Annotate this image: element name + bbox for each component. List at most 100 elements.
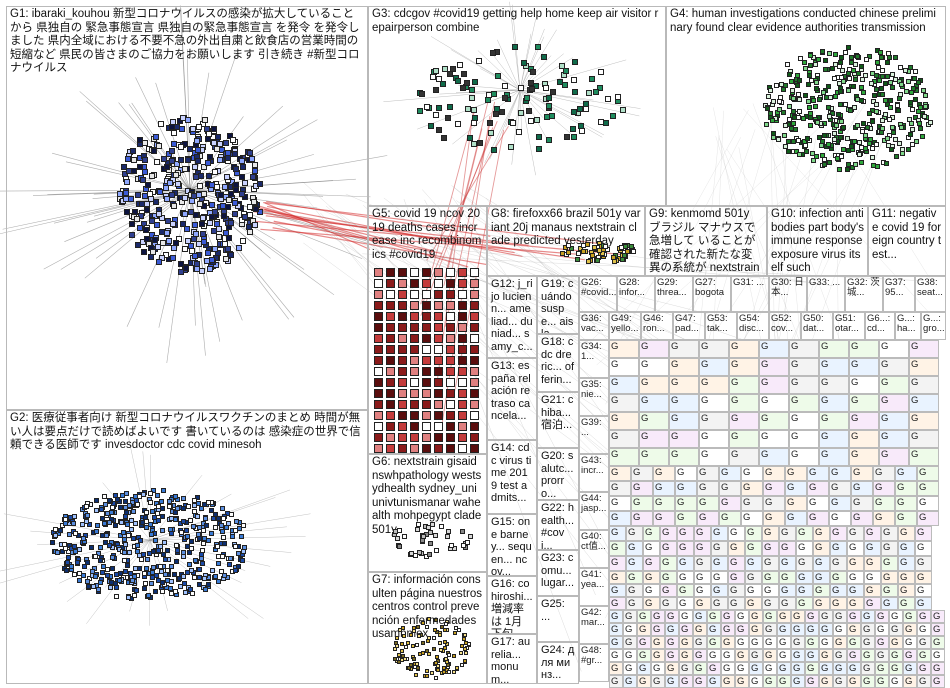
network-node [777,99,783,105]
group-label-g21: G21: chiba... 宿泊... [541,394,575,432]
network-node [446,279,455,288]
group-tile: G [779,597,796,610]
network-node [512,43,519,50]
edge [444,100,489,279]
group-tile: G [763,623,777,636]
network-node [855,97,861,103]
network-node [416,624,421,629]
network-node [374,290,383,299]
panel-g16: G16: co hiroshi... 増減率は 1月 下旬... [487,576,537,634]
network-node [906,146,912,152]
network-node [253,206,260,213]
group-tile: G [847,610,861,623]
network-node [102,520,108,526]
network-node [92,573,98,579]
network-node [180,518,186,524]
network-node [458,279,467,288]
group-tile: G [735,610,749,623]
network-node [501,95,508,102]
network-node [210,568,216,574]
group-label-g4: G4: human investigations conducted chine… [670,8,942,35]
network-node [159,239,166,246]
group-tile: G [847,571,864,584]
group-tile: G [881,556,898,571]
group-tile: G [895,496,917,511]
group-tile: G [651,649,665,662]
network-node [182,165,189,172]
network-node [95,522,101,528]
group-tile: G [879,358,909,376]
network-node [782,143,788,149]
network-node [152,589,158,595]
network-node [207,265,214,272]
network-node [869,154,875,160]
network-node [148,531,154,537]
network-node [874,109,880,115]
group-tile: G [719,481,741,496]
network-node [458,268,467,277]
group-tile: G [807,511,829,526]
network-node [178,157,185,164]
group-tile: G [931,649,945,662]
group-tile: G [909,340,939,358]
network-node [75,560,81,566]
network-node [508,144,515,151]
network-node [545,137,552,144]
network-node [434,323,443,332]
network-node [813,62,819,68]
network-node [63,567,69,573]
group-tile: G [639,448,669,466]
group-tile: G [805,649,819,662]
group-tile: G [849,430,879,448]
group-tile: G [898,556,915,571]
network-node [800,116,806,122]
group-tile: G26: #covid... [579,276,617,312]
network-node [536,133,543,140]
group-tile: G [749,636,763,649]
group-tile: G [639,340,669,358]
group-tile: G [643,597,660,610]
network-node [149,508,155,514]
network-node [240,557,246,563]
group-tile: G [931,636,945,649]
group-tile: G [789,340,819,358]
network-node [434,389,443,398]
group-tile: G [609,541,626,556]
network-node [920,134,926,140]
edge [376,243,642,599]
network-node [140,519,146,525]
network-node [854,54,860,60]
group-tile: G [830,597,847,610]
group-tile: G [759,430,789,448]
network-node [446,334,455,343]
group-tile: G [609,511,631,526]
network-node [133,216,140,223]
network-node [880,125,886,131]
group-tile: G [829,481,851,496]
group-tile: G [915,597,932,610]
network-node [446,411,455,420]
group-tile: G [694,584,711,597]
network-node [194,158,201,165]
network-node [874,101,880,107]
network-node [427,651,432,656]
group-tile: G [879,394,909,412]
network-node [427,636,432,641]
network-node [171,129,178,136]
network-node [411,629,416,634]
network-node [834,122,840,128]
group-tile: G [915,584,932,597]
network-node [202,116,209,123]
network-node [814,80,820,85]
network-node [386,378,395,387]
edge [189,53,237,191]
group-tile: G [796,597,813,610]
network-node [386,444,395,453]
network-node [868,81,874,87]
network-node [386,345,395,354]
panel-g4: G4: human investigations conducted chine… [666,6,946,206]
network-node [401,533,407,539]
network-node [251,222,258,229]
network-node [528,118,535,125]
network-node [543,113,550,120]
